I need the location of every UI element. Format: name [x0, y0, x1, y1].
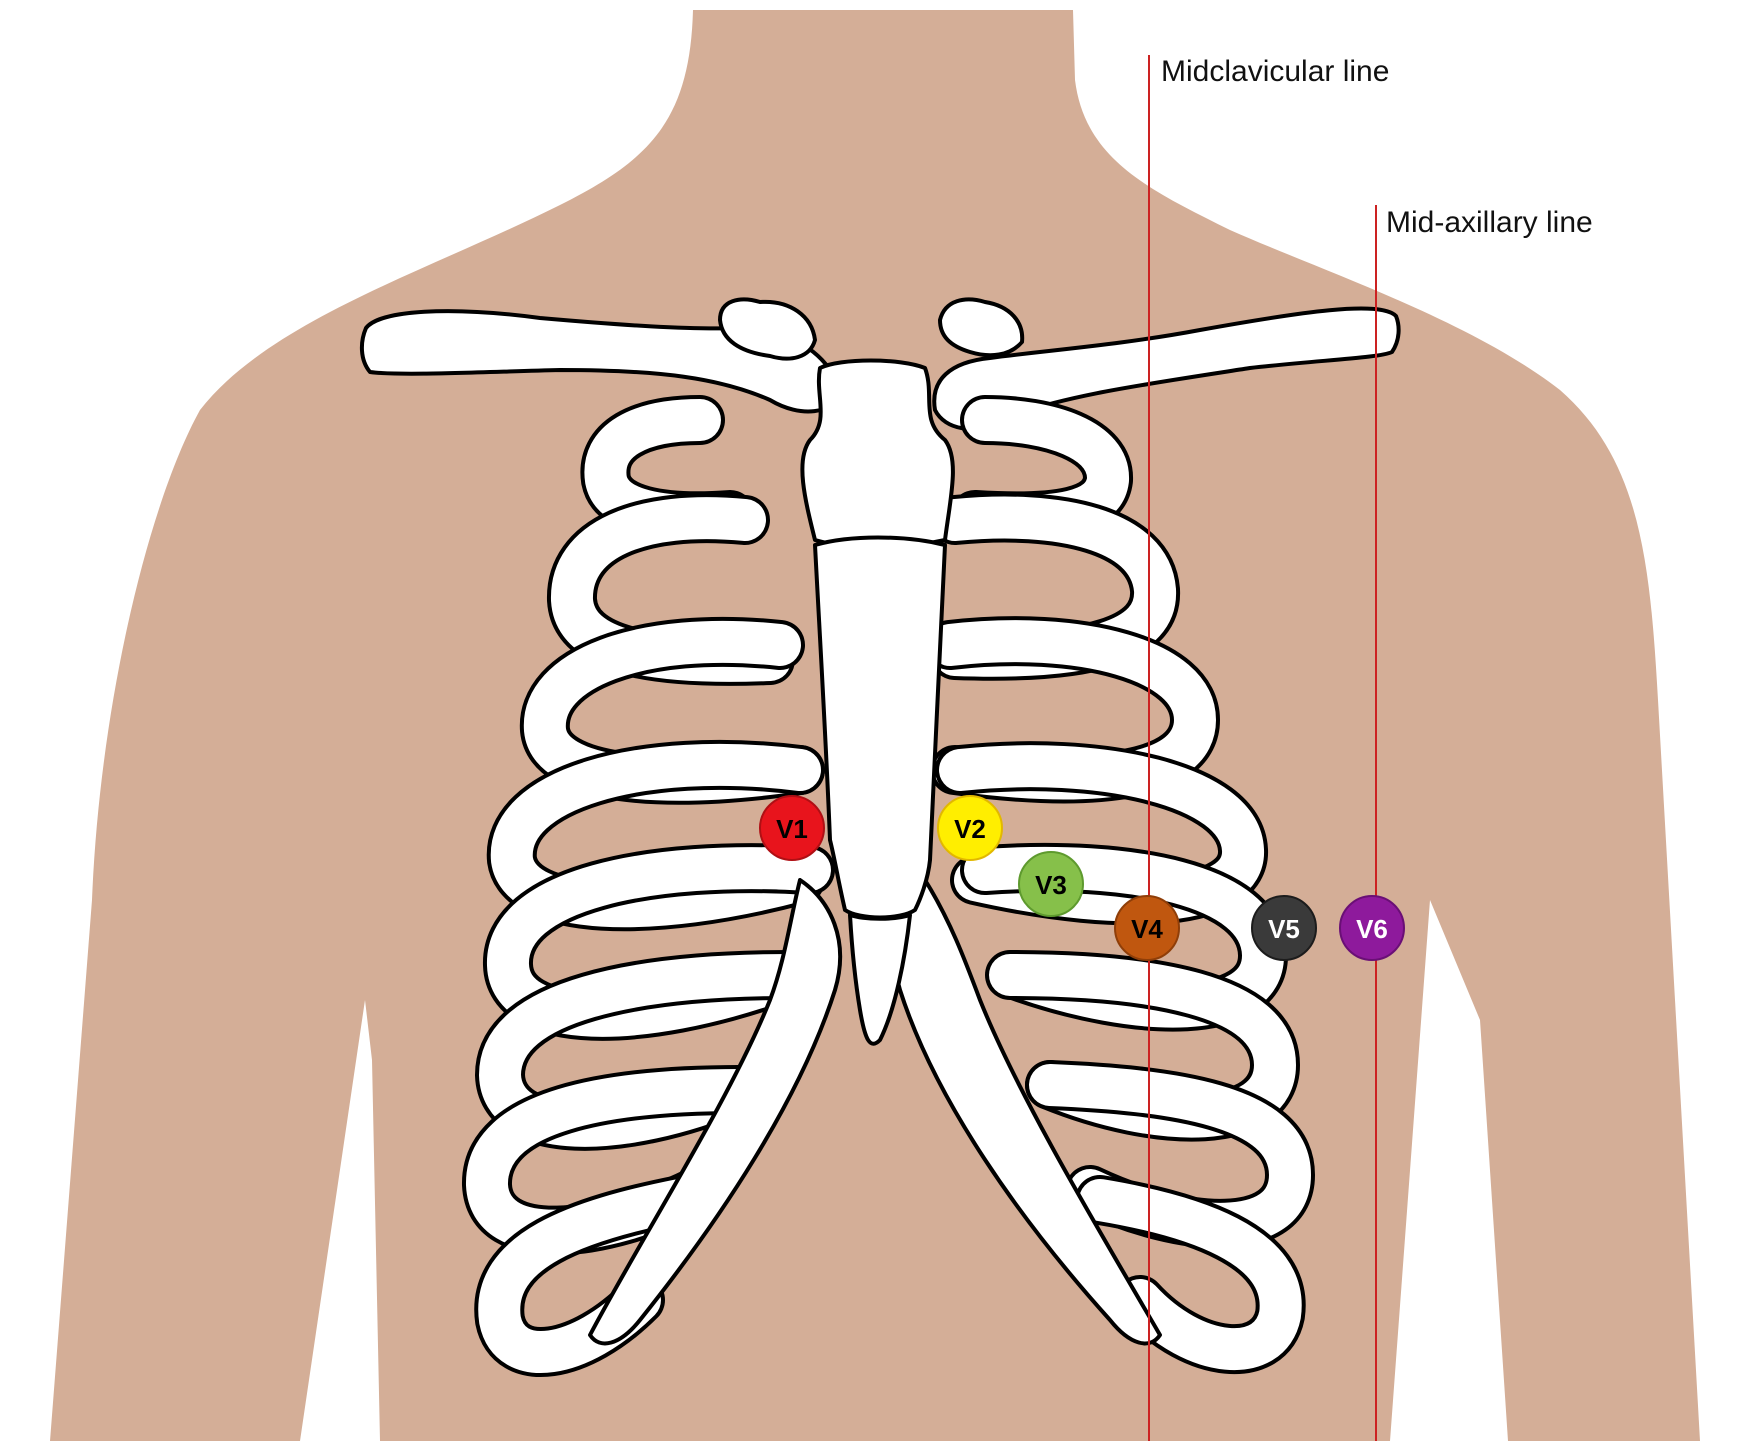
electrode-v5: V5 [1252, 896, 1316, 960]
electrode-v3-label: V3 [1035, 870, 1067, 900]
electrode-v1: V1 [760, 796, 824, 860]
manubrium [802, 361, 953, 548]
electrode-v4-label: V4 [1131, 914, 1163, 944]
electrode-v2: V2 [938, 796, 1002, 860]
midclavicular-line-label: Midclavicular line [1161, 55, 1389, 88]
electrode-v4: V4 [1115, 896, 1179, 960]
sternal-body [815, 538, 945, 918]
electrode-v2-label: V2 [954, 814, 986, 844]
electrode-v5-label: V5 [1268, 914, 1300, 944]
electrode-v6: V6 [1340, 896, 1404, 960]
mid-axillary-line-label: Mid-axillary line [1386, 206, 1593, 239]
electrode-v1-label: V1 [776, 814, 808, 844]
electrode-v3: V3 [1019, 852, 1083, 916]
electrode-v6-label: V6 [1356, 914, 1388, 944]
